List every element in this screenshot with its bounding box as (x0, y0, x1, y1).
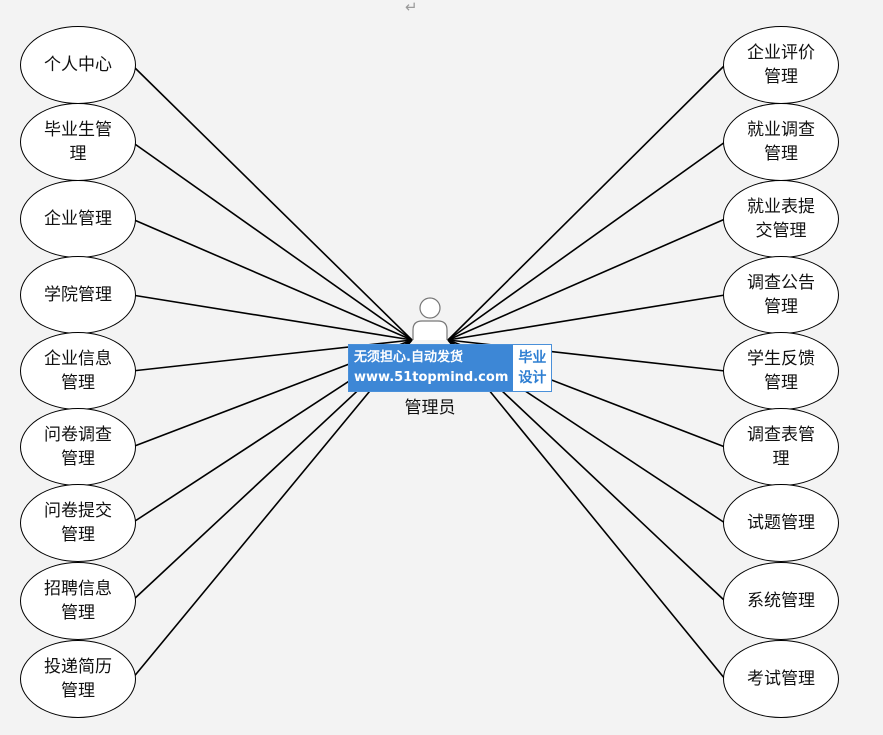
uc-employment-survey-management: 就业调查管理 (723, 103, 839, 181)
association-line-uc-personal-center (131, 64, 413, 341)
use-case-label: 考试管理 (747, 669, 815, 689)
uc-graduate-management: 毕业生管理 (20, 103, 136, 181)
watermark-tag-line1: 毕业 (518, 350, 547, 366)
actor-label: 管理员 (404, 398, 456, 418)
person-icon (412, 297, 448, 340)
uc-survey-management: 问卷调查管理 (20, 408, 136, 486)
use-case-label: 学院管理 (44, 285, 112, 305)
uc-survey-submit-management: 问卷提交管理 (20, 484, 136, 562)
uc-recruit-info-management: 招聘信息管理 (20, 562, 136, 640)
watermark-badge: 无须担心.自动发货 www.51topmind.com 毕业 设计 (348, 344, 553, 392)
uc-survey-notice-management: 调查公告管理 (723, 256, 839, 334)
use-case-label: 企业管理 (44, 209, 112, 229)
use-case-label: 投递简历管理 (44, 657, 112, 701)
uc-resume-delivery-management: 投递简历管理 (20, 640, 136, 718)
uc-survey-form-management: 调查表管理 (723, 408, 839, 486)
association-line-uc-survey-notice-management (447, 294, 726, 341)
use-case-label: 就业表提交管理 (747, 197, 815, 241)
use-case-label: 个人中心 (44, 55, 112, 75)
use-case-label: 企业信息管理 (44, 349, 112, 393)
uc-exam-question-management: 试题管理 (723, 484, 839, 562)
association-line-uc-company-management (131, 218, 413, 341)
association-line-uc-company-evaluation-management (447, 64, 726, 341)
uc-personal-center: 个人中心 (20, 26, 136, 104)
return-mark: ↵ (405, 0, 418, 16)
uc-company-management: 企业管理 (20, 180, 136, 258)
watermark-text: 无须担心.自动发货 www.51topmind.com (349, 345, 514, 391)
use-case-label: 学生反馈管理 (747, 349, 815, 393)
association-line-uc-graduate-management (131, 141, 413, 341)
use-case-label: 毕业生管理 (44, 120, 112, 164)
watermark-tag: 毕业 设计 (513, 345, 552, 391)
use-case-label: 企业评价管理 (747, 43, 815, 87)
association-line-uc-exam-management (447, 339, 726, 680)
association-line-uc-college-management (131, 294, 413, 341)
association-line-uc-employment-survey-management (447, 141, 726, 341)
use-case-label: 就业调查管理 (747, 120, 815, 164)
use-case-label: 问卷调查管理 (44, 425, 112, 469)
use-case-label: 试题管理 (747, 513, 815, 533)
association-line-uc-resume-delivery-management (131, 339, 413, 680)
watermark-line2: www.51topmind.com (354, 370, 509, 385)
use-case-label: 系统管理 (747, 591, 815, 611)
use-case-label: 招聘信息管理 (44, 579, 112, 623)
uc-system-management: 系统管理 (723, 562, 839, 640)
use-case-label: 调查表管理 (747, 425, 815, 469)
association-line-uc-employment-form-submit-management (447, 218, 726, 341)
uc-student-feedback-management: 学生反馈管理 (723, 332, 839, 410)
use-case-label: 问卷提交管理 (44, 501, 112, 545)
watermark-tag-line2: 设计 (518, 370, 547, 386)
uc-company-info-management: 企业信息管理 (20, 332, 136, 410)
watermark-line1: 无须担心.自动发货 (354, 350, 463, 365)
uc-college-management: 学院管理 (20, 256, 136, 334)
use-case-label: 调查公告管理 (747, 273, 815, 317)
uc-exam-management: 考试管理 (723, 640, 839, 718)
